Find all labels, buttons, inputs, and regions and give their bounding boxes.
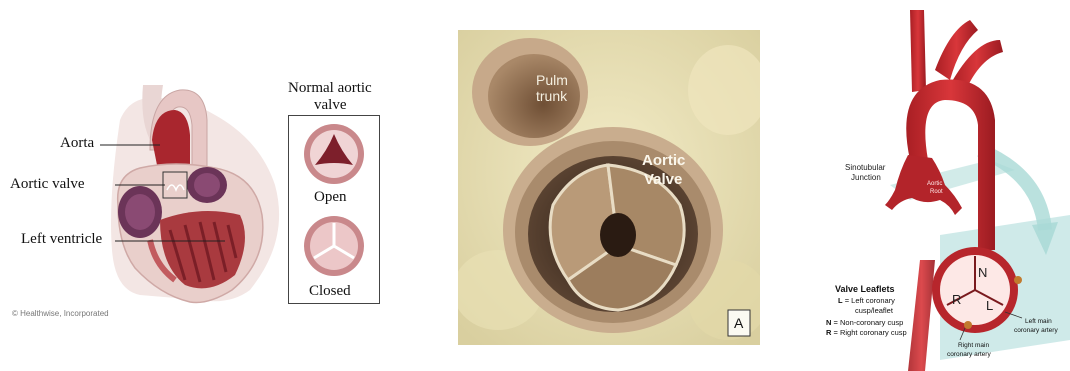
closed-valve-label: Closed: [309, 283, 351, 300]
aortic-valve-specimen-photo: [458, 30, 760, 345]
legend-n-key: N: [826, 318, 831, 327]
legend-l-text-line2: cusp/leaflet: [855, 306, 893, 315]
left-ventricle-label: Left ventricle: [21, 231, 102, 248]
heart-illustration-panel: Aorta Aortic valve Left ventricle © Heal…: [0, 0, 400, 371]
legend-l-row: L = Left coronary: [838, 296, 895, 305]
leaflet-letter-l: L: [986, 298, 993, 313]
legend-title: Valve Leaflets: [835, 284, 895, 294]
aortic-valve-photo-label-line2: Valve: [644, 171, 682, 188]
inset-title-line2: valve: [314, 97, 346, 114]
aortic-root-label-line2: Root: [930, 189, 943, 195]
left-main-coronary-label-line1: Left main: [1025, 318, 1052, 325]
inset-title-line1: Normal aortic: [288, 80, 372, 97]
leaflet-letter-n: N: [978, 265, 987, 280]
sinotubular-label-line2: Junction: [851, 173, 881, 182]
sinotubular-label-line1: Sinotubular: [845, 163, 885, 172]
aortic-valve-label: Aortic valve: [10, 176, 85, 193]
valve-states-graphic: [289, 116, 381, 305]
aortic-root-label-line1: Aortic: [927, 181, 942, 187]
legend-r-row: R = Right coronary cusp: [826, 328, 907, 337]
aortic-valve-photo-label-line1: Aortic: [642, 152, 685, 169]
copyright-text: © Healthwise, Incorporated: [12, 309, 109, 318]
pulm-trunk-label-line1: Pulm: [536, 72, 568, 88]
aorta-label: Aorta: [60, 135, 94, 152]
legend-l-text-line1: = Left coronary: [845, 296, 895, 305]
legend-l-key: L: [838, 296, 843, 305]
legend-r-key: R: [826, 328, 831, 337]
right-main-coronary-label-line1: Right main: [958, 342, 989, 349]
legend-n-row: N = Non-coronary cusp: [826, 318, 903, 327]
open-valve-label: Open: [314, 189, 347, 206]
aorta-schematic-panel: Sinotubular Junction Aortic Root N R L V…: [800, 0, 1070, 371]
right-main-coronary-label-line2: coronary artery: [947, 351, 991, 358]
panel-letter: A: [734, 315, 743, 331]
valve-inset-box: [288, 115, 380, 304]
legend-r-text: = Right coronary cusp: [834, 328, 907, 337]
pulm-trunk-label-line2: trunk: [536, 88, 567, 104]
leaflet-letter-r: R: [952, 292, 961, 307]
left-main-coronary-label-line2: coronary artery: [1014, 327, 1058, 334]
legend-n-text: = Non-coronary cusp: [834, 318, 904, 327]
specimen-photo-panel: Pulm trunk Aortic Valve A: [458, 30, 760, 345]
